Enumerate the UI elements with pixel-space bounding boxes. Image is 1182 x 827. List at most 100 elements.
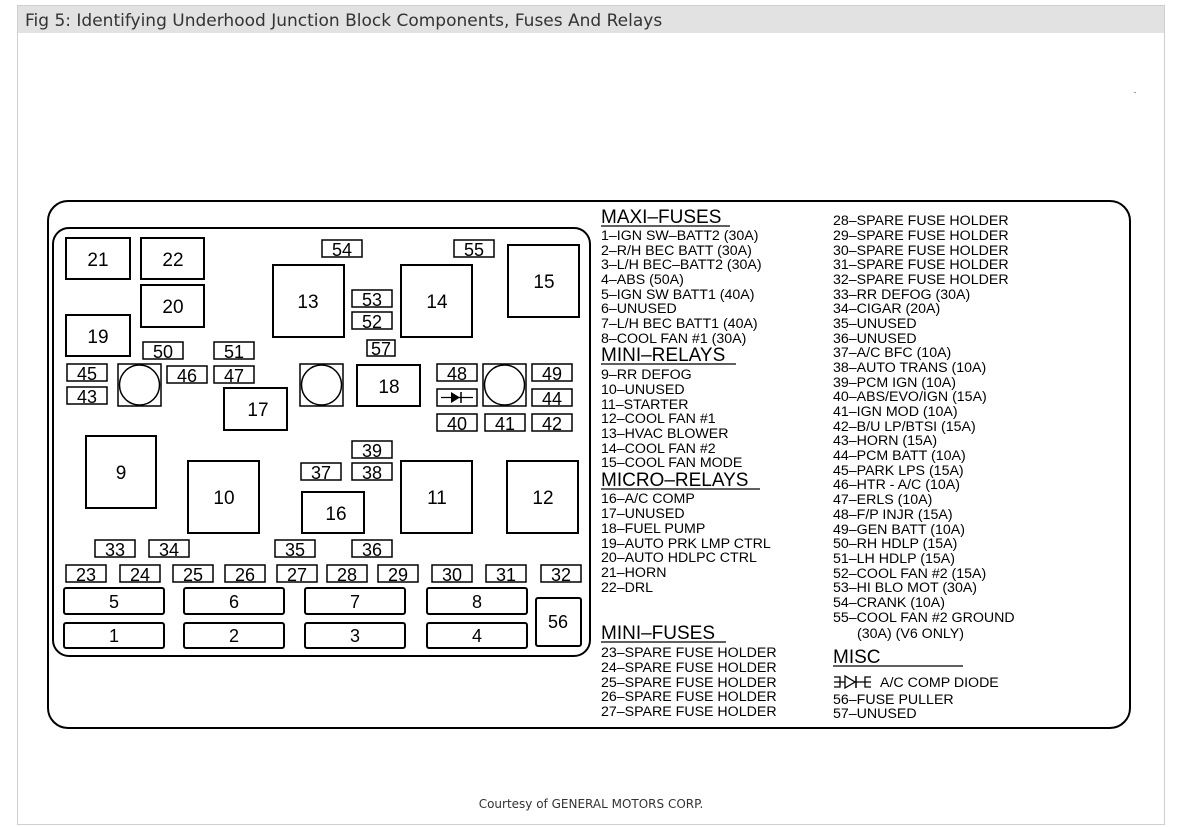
ac-comp-diode [436, 388, 478, 407]
legend-item: 11–STARTER [601, 397, 689, 413]
maxi-fuse-6-label: 6 [229, 592, 239, 612]
micro-relay-16-label: 16 [325, 504, 346, 525]
mini-fuse-47-label: 47 [224, 366, 244, 386]
mini-fuse-43-label: 43 [77, 387, 97, 407]
legend-item: 20–AUTO HDLPC CTRL [601, 550, 757, 566]
legend-item: 33–RR DEFOG (30A) [833, 287, 970, 303]
mini-fuse-29: 29 [377, 564, 419, 585]
legend-item: 38–AUTO TRANS (10A) [833, 360, 986, 376]
mini-fuse-25-label: 25 [183, 565, 203, 585]
relay-14-label: 14 [426, 292, 448, 313]
relay-12-label: 12 [532, 488, 553, 509]
legend-item: 34–CIGAR (20A) [833, 301, 940, 317]
mini-fuse-40-label: 40 [447, 414, 467, 434]
mini-fuse-37-label: 37 [311, 463, 331, 483]
mini-fuse-40: 40 [436, 413, 478, 434]
maxi-fuse-8: 8 [426, 587, 528, 615]
mini-fuse-50: 50 [142, 341, 184, 362]
mini-fuse-52: 52 [351, 311, 393, 332]
spare-57: 57 [366, 339, 396, 359]
mini-fuse-27-label: 27 [287, 565, 307, 585]
legend-item: 53–HI BLO MOT (30A) [833, 580, 977, 596]
outer-outline [47, 200, 1131, 729]
mini-fuse-44-label: 44 [542, 389, 562, 409]
micro-relay-16: 16 [301, 491, 365, 534]
mini-fuse-38-label: 38 [362, 463, 382, 483]
legend-item: A/C COMP DIODE [880, 675, 999, 691]
maxi-fuse-1: 1 [63, 622, 165, 649]
round-component-right [482, 363, 527, 407]
figure-frame [17, 5, 1165, 825]
micro-relays-heading: MICRO–RELAYS [601, 470, 748, 491]
micro-relay-20: 20 [140, 284, 205, 328]
legend-item: 21–HORN [601, 565, 666, 581]
relay-11-label: 11 [427, 488, 447, 509]
legend-item: 10–UNUSED [601, 382, 685, 398]
legend-item: 36–UNUSED [833, 331, 917, 347]
mini-fuses-heading: MINI–FUSES [601, 623, 715, 644]
maxi-fuse-3-label: 3 [350, 626, 360, 646]
mini-fuse-37: 37 [300, 462, 342, 483]
legend-item: 28–SPARE FUSE HOLDER [833, 213, 1009, 229]
relay-12: 12 [506, 460, 579, 534]
legend-item: 30–SPARE FUSE HOLDER [833, 243, 1009, 259]
mini-fuse-29-label: 29 [388, 565, 408, 585]
maxi-fuse-8-label: 8 [472, 592, 482, 612]
mini-fuse-49-label: 49 [542, 364, 562, 384]
mini-fuse-39-label: 39 [362, 441, 382, 461]
legend-item: 24–SPARE FUSE HOLDER [601, 660, 777, 676]
mini-fuse-42: 42 [531, 413, 573, 434]
mini-fuse-55: 55 [453, 239, 495, 260]
maxi-fuse-4: 4 [426, 622, 528, 649]
mini-fuse-36-label: 36 [362, 540, 382, 560]
micro-relay-17-label: 17 [247, 400, 268, 421]
mini-fuse-42-label: 42 [542, 414, 562, 434]
maxi-fuse-5: 5 [63, 587, 165, 615]
relay-13: 13 [272, 264, 345, 338]
mini-fuse-23-label: 23 [76, 565, 96, 585]
micro-relay-19-label: 19 [87, 327, 108, 348]
legend-item: 19–AUTO PRK LMP CTRL [601, 536, 771, 552]
legend-item: 39–PCM IGN (10A) [833, 375, 956, 391]
mini-fuse-34-label: 34 [159, 540, 179, 560]
relay-11: 11 [400, 460, 473, 534]
legend-item: 8–COOL FAN #1 (30A) [601, 331, 746, 347]
mini-fuse-30-label: 30 [442, 565, 462, 585]
title-bar [18, 6, 1164, 33]
mini-fuse-48-label: 48 [447, 364, 467, 384]
legend-item: 16–A/C COMP [601, 491, 695, 507]
relay-15-label: 15 [533, 272, 554, 293]
mini-fuse-53-label: 53 [362, 290, 382, 310]
mini-fuse-28: 28 [326, 564, 368, 585]
micro-relay-22: 22 [140, 237, 205, 280]
legend-item: 35–UNUSED [833, 316, 917, 332]
legend-item: 45–PARK LPS (15A) [833, 463, 964, 479]
micro-relay-21-label: 21 [87, 250, 108, 271]
legend-item: 43–HORN (15A) [833, 433, 937, 449]
legend-item: 26–SPARE FUSE HOLDER [601, 689, 777, 705]
mini-fuse-32: 32 [540, 564, 582, 585]
mini-fuse-45-label: 45 [77, 364, 97, 384]
mini-fuse-48: 48 [436, 363, 478, 384]
relay-14: 14 [400, 264, 473, 338]
legend-item: 15–COOL FAN MODE [601, 455, 742, 471]
legend-item: 44–PCM BATT (10A) [833, 448, 966, 464]
mini-fuse-33-label: 33 [105, 540, 125, 560]
legend-item: 22–DRL [601, 580, 653, 596]
mini-fuse-30: 30 [431, 564, 473, 585]
legend-item: 14–COOL FAN #2 [601, 441, 716, 457]
micro-relay-21: 21 [65, 237, 131, 280]
maxi-fuse-2-label: 2 [229, 626, 239, 646]
legend-item: 3–L/H BEC–BATT2 (30A) [601, 257, 762, 273]
maxi-fuse-6: 6 [183, 587, 285, 615]
maxi-fuse-7-label: 7 [350, 592, 360, 612]
mini-fuse-35: 35 [274, 539, 316, 560]
mini-fuse-24-label: 24 [130, 565, 150, 585]
mini-fuse-41: 41 [484, 413, 526, 434]
micro-relay-18-label: 18 [378, 377, 399, 398]
micro-relay-19: 19 [65, 314, 131, 357]
legend-item: 31–SPARE FUSE HOLDER [833, 257, 1009, 273]
legend-item: 4–ABS (50A) [601, 272, 684, 288]
mini-fuse-52-label: 52 [362, 312, 382, 332]
maxi-fuses-heading: MAXI–FUSES [601, 207, 721, 228]
